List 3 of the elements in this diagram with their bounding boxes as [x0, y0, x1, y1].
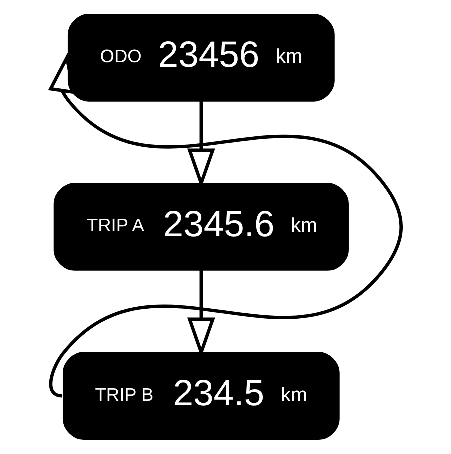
node-box: ODO 23456 km: [67, 14, 334, 102]
node-box: TRIP A 2345.6 km: [53, 183, 348, 271]
node-box: TRIP B 234.5 km: [62, 352, 340, 440]
